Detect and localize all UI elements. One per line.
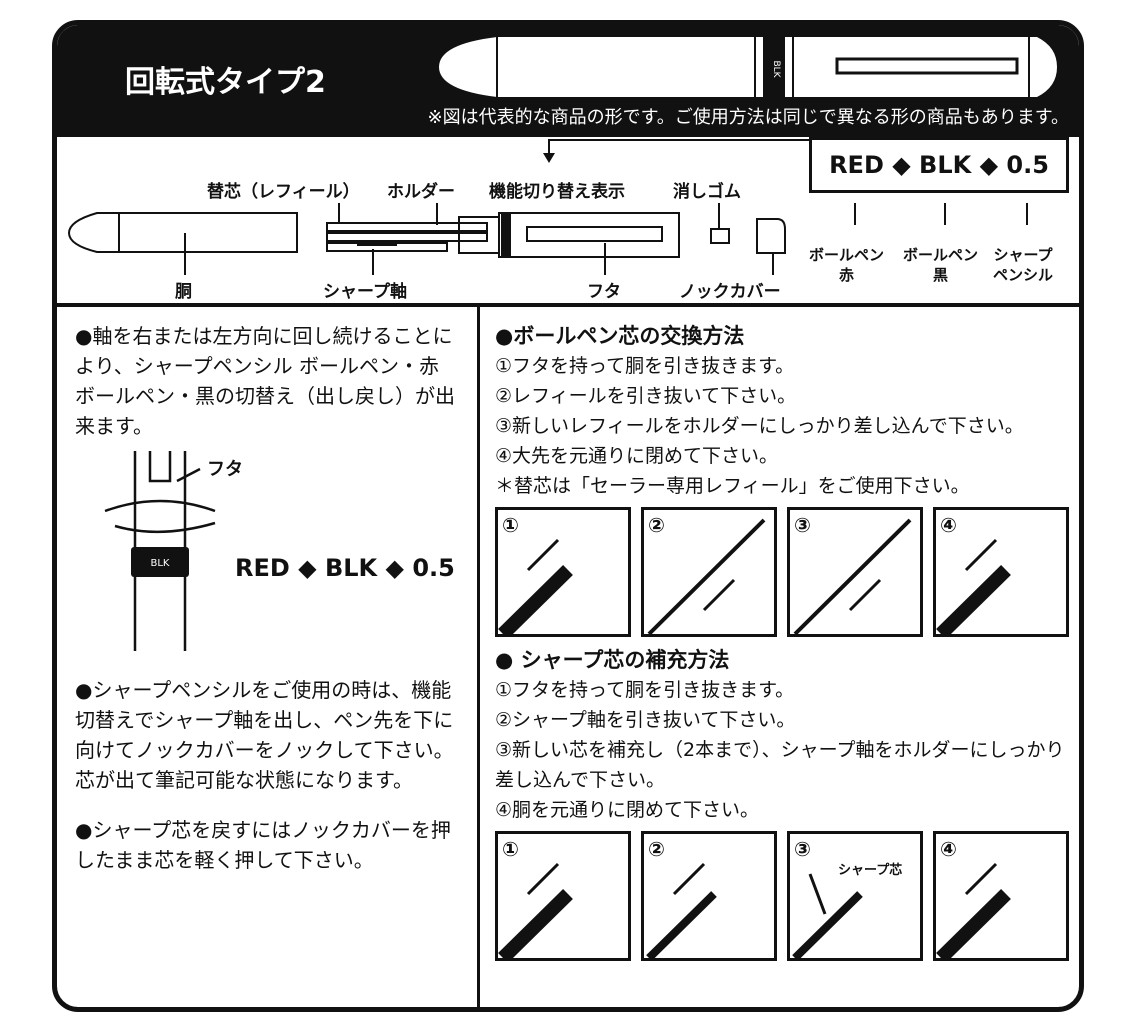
label-refill: 替芯（レフィール）	[207, 182, 360, 202]
pen-illustration: BLK	[439, 37, 1057, 97]
ballpoint-note: ＊替芯は「セーラー専用レフィール」をご使用下さい。	[495, 475, 970, 497]
pencil-heading: ● シャープ芯の補充方法	[495, 648, 730, 672]
ballpoint-step: ②レフィールを引き抜いて下さい。	[495, 385, 797, 407]
header-note: ※図は代表的な商品の形です。ご使用方法は同じで異なる形の商品もあります。	[427, 107, 1069, 128]
figure-cap-label: フタ	[207, 459, 243, 480]
label-holder: ホルダー	[387, 182, 455, 202]
label-pencil-shaft: シャープ軸	[323, 282, 407, 302]
header: 回転式タイプ2 BLK ※図は代表的な商品の形です。ご使用方法は同じで異なる形の…	[57, 25, 1079, 137]
ballpoint-step: ①フタを持って胴を引き抜きます。	[495, 355, 795, 377]
usage-retract-text: ●シャープ芯を戻すにはノックカバーを押したまま芯を軽く押して下さい。	[75, 818, 451, 872]
step-panel: ①	[495, 831, 631, 963]
usage-rotate-text: ●軸を右または左方向に回し続けることにより、シャープペンシル ボールペン・赤 ボ…	[75, 324, 459, 438]
parts-illustration	[67, 139, 1028, 275]
code-label-black: ボールペン黒	[903, 246, 979, 284]
refill-column: ●ボールペン芯の交換方法 ①フタを持って胴を引き抜きます。 ②レフィールを引き抜…	[495, 321, 1075, 969]
ballpoint-step: ③新しいレフィールをホルダーにしっかり差し込んで下さい。	[495, 415, 1024, 437]
parts-diagram: 替芯（レフィール） ホルダー 機能切り替え表示 消しゴム 胴 シャープ軸 フタ …	[57, 137, 1079, 305]
step-panel: ②	[641, 831, 777, 961]
rotate-illustration: BLK	[104, 451, 216, 651]
usage-column: ●軸を右または左方向に回し続けることにより、シャープペンシル ボールペン・赤 ボ…	[75, 321, 470, 875]
label-knock-cover: ノックカバー	[679, 282, 781, 302]
label-cap: フタ	[587, 282, 621, 302]
code-label-pencil: シャープペンシル	[993, 246, 1054, 284]
figure-code: RED ◆ BLK ◆ 0.5	[235, 554, 455, 582]
step-panel: ④	[933, 507, 1069, 639]
function-code: RED ◆ BLK ◆ 0.5	[809, 137, 1069, 193]
pencil-step: ③新しい芯を補充し（2本まで）、シャープ軸をホルダーにしっかり差し込んで下さい。	[495, 739, 1065, 791]
pen-band-label: BLK	[771, 60, 781, 78]
ballpoint-panels: ① ② ③ ④	[495, 507, 1075, 639]
instruction-sheet: 回転式タイプ2 BLK ※図は代表的な商品の形です。ご使用方法は同じで異なる形の…	[52, 20, 1084, 1012]
step-panel: ②	[641, 507, 777, 637]
label-body: 胴	[175, 282, 192, 302]
ballpoint-heading: ●ボールペン芯の交換方法	[495, 324, 745, 348]
pencil-step: ②シャープ軸を引き抜いて下さい。	[495, 709, 796, 731]
code-label-red: ボールペン赤	[809, 246, 885, 284]
step-panel: ④	[933, 831, 1069, 963]
label-switch-display: 機能切り替え表示	[489, 182, 625, 202]
label-eraser: 消しゴム	[673, 182, 741, 202]
divider	[57, 303, 1079, 307]
usage-pencil-text: ●シャープペンシルをご使用の時は、機能切替えでシャープ軸を出し、ペン先を下に向け…	[75, 678, 454, 792]
ballpoint-step: ④大先を元通りに閉めて下さい。	[495, 445, 779, 467]
step-panel: ①	[495, 507, 631, 639]
pencil-step: ④胴を元通りに閉めて下さい。	[495, 799, 760, 821]
pencil-step: ①フタを持って胴を引き抜きます。	[495, 679, 795, 701]
lead-label: シャープ芯	[838, 863, 903, 878]
figure-band-label: BLK	[151, 558, 170, 569]
step-panel: ③	[787, 507, 923, 637]
column-divider	[477, 305, 480, 1007]
page-title: 回転式タイプ2	[125, 65, 326, 100]
rotate-figure: BLK フタ RED ◆ BLK ◆ 0.5	[75, 441, 470, 661]
